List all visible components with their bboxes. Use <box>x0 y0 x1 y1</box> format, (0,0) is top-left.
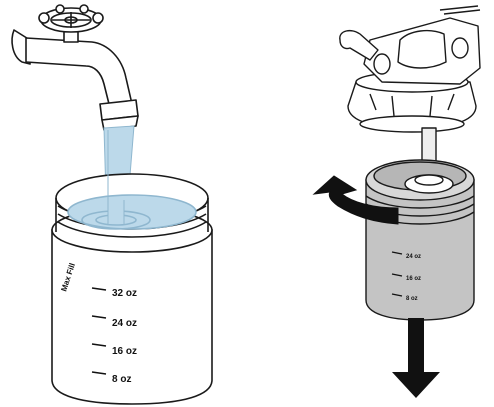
left-mark-8oz: 8 oz <box>112 374 131 385</box>
left-mark-16oz: 16 oz <box>112 346 137 357</box>
left-mark-24oz: 24 oz <box>112 318 137 329</box>
faucet-handle <box>39 5 103 32</box>
left-mark-32oz: 32 oz <box>112 288 137 299</box>
down-arrow <box>392 318 440 398</box>
right-mark-8oz: 8 oz <box>406 296 418 302</box>
right-mark-16oz: 16 oz <box>406 276 421 282</box>
right-mark-24oz: 24 oz <box>406 254 421 260</box>
faucet <box>12 5 138 130</box>
